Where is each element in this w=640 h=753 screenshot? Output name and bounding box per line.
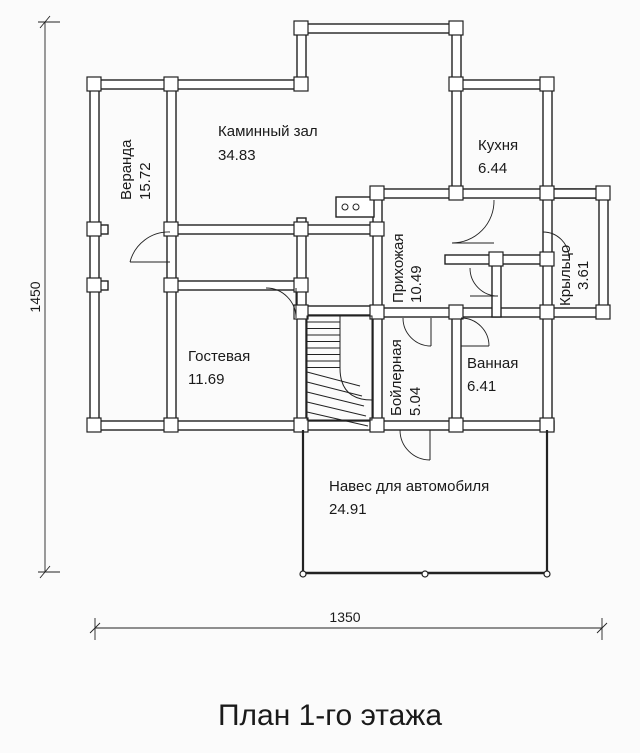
room-bathroom: Ванная 6.41 <box>467 355 518 395</box>
room-porch-area: 3.61 <box>575 261 592 290</box>
wall-joint <box>163 417 179 433</box>
doors <box>129 199 570 461</box>
stair-tread <box>306 401 367 417</box>
fireplace <box>335 196 375 218</box>
wall-joint <box>369 417 385 433</box>
wall-joint <box>293 76 309 92</box>
room-porch: Крыльцо 3.61 <box>557 245 592 306</box>
stair-tread <box>306 391 365 407</box>
room-kitchen-area: 6.44 <box>478 160 507 177</box>
room-fireplace-hall: Каминный зал 34.83 <box>218 123 318 164</box>
room-fireplace-hall-name: Каминный зал <box>218 123 318 140</box>
wall-joint <box>448 20 464 36</box>
wall-joint <box>369 304 385 320</box>
wall-joint <box>163 76 179 92</box>
wall-joint <box>448 304 464 320</box>
width-dimension-label: 1350 <box>329 609 360 625</box>
room-boiler-area: 5.04 <box>407 387 424 416</box>
room-bathroom-area: 6.41 <box>467 378 496 395</box>
wall-joint <box>539 76 555 92</box>
room-kitchen-name: Кухня <box>478 137 518 154</box>
wall-joint <box>86 417 102 433</box>
wall-joint <box>539 185 555 201</box>
room-carport-area: 24.91 <box>329 501 367 518</box>
stair-tread <box>306 381 363 397</box>
room-guest-name: Гостевая <box>188 348 250 365</box>
wall-joint <box>595 304 611 320</box>
room-veranda-area: 15.72 <box>137 162 154 200</box>
room-kitchen: Кухня 6.44 <box>478 137 518 177</box>
room-veranda-name: Веранда <box>118 139 135 200</box>
room-veranda: Веранда 15.72 <box>118 139 154 200</box>
wall-joint <box>369 185 385 201</box>
wall-joint <box>293 304 309 320</box>
wall-joint <box>595 185 611 201</box>
room-boiler-name: Бойлерная <box>388 339 405 416</box>
wall-joint <box>293 221 309 237</box>
wall-joint <box>86 221 102 237</box>
wall-joint <box>369 221 385 237</box>
wall-joint <box>293 417 309 433</box>
room-hallway-name: Прихожая <box>390 233 407 303</box>
carport-outline <box>299 430 551 578</box>
wall-joint <box>86 277 102 293</box>
room-guest: Гостевая 11.69 <box>188 348 250 388</box>
wall-joint <box>163 221 179 237</box>
wall-joint <box>86 76 102 92</box>
wall-corner-joints <box>86 20 611 433</box>
wall-joint <box>293 20 309 36</box>
room-carport-name: Навес для автомобиля <box>329 478 489 495</box>
wall-joint <box>448 417 464 433</box>
height-dimension-label: 1450 <box>27 281 43 312</box>
room-carport: Навес для автомобиля 24.91 <box>329 478 489 518</box>
wall-joint <box>488 251 504 267</box>
wall-joint <box>448 185 464 201</box>
staircase <box>306 315 373 427</box>
height-dimension <box>38 15 60 579</box>
plan-title: План 1-го этажа <box>218 699 442 732</box>
room-hallway-area: 10.49 <box>408 265 425 303</box>
room-boiler: Бойлерная 5.04 <box>388 339 424 416</box>
room-hallway: Прихожая 10.49 <box>390 233 425 303</box>
wall-joint <box>163 277 179 293</box>
room-bathroom-name: Ванная <box>467 355 518 372</box>
wall-joint <box>539 251 555 267</box>
wall-joint <box>539 304 555 320</box>
room-fireplace-hall-area: 34.83 <box>218 147 256 164</box>
wall-joint <box>293 277 309 293</box>
width-dimension <box>89 618 608 640</box>
stair-tread <box>306 371 361 387</box>
wall-joint <box>448 76 464 92</box>
stair-tread <box>306 411 369 427</box>
wall-joint <box>539 417 555 433</box>
room-guest-area: 11.69 <box>188 371 224 388</box>
room-porch-name: Крыльцо <box>557 245 574 306</box>
